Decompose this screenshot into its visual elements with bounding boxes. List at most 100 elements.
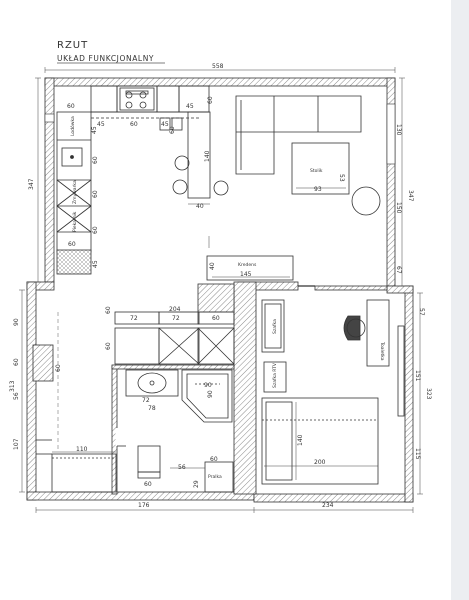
dim-right-150: 150 — [395, 202, 402, 214]
label-oven: Piekarnik — [72, 211, 78, 232]
washing-machine — [204, 461, 234, 493]
dim-table-93: 93 — [314, 186, 322, 193]
bar-stool-3 — [213, 180, 229, 196]
dim-bottom-right: 234 — [322, 502, 334, 509]
dim-bed-140: 140 — [297, 434, 304, 446]
dim-bath-72b: 72 — [172, 315, 180, 322]
bathroom — [115, 369, 234, 493]
wall-mid-b — [314, 285, 388, 291]
dim-col-60-1: 60 — [92, 156, 99, 164]
dim-left-56: 56 — [13, 392, 20, 400]
dim-kitchen-60-top: 60 — [67, 103, 75, 110]
dim-counter-140: 140 — [204, 150, 211, 162]
label-washing-machine: Pralka — [208, 474, 222, 480]
wall-bath-bedroom — [233, 281, 257, 495]
wall-bath-top — [111, 364, 235, 370]
coffee-table — [291, 142, 350, 195]
bedroom-cabinet — [261, 299, 285, 353]
cooktop — [119, 87, 155, 111]
dim-left-lower: 313 — [9, 380, 16, 392]
sideboard — [206, 255, 294, 281]
kitchen-peninsula — [187, 111, 211, 199]
dim-kitchen-45-top-right: 45 — [186, 103, 194, 110]
toilet — [137, 445, 161, 473]
dim-bath-29: 29 — [193, 480, 200, 488]
sofa — [235, 95, 362, 175]
dim-bath-72a: 72 — [130, 315, 138, 322]
dim-right-lower: 323 — [425, 388, 432, 400]
vanity-chair — [343, 315, 361, 341]
dim-col-60-3: 60 — [92, 226, 99, 234]
dim-bath-60-left: 60 — [105, 342, 112, 350]
dim-bath-60-bottom: 60 — [144, 481, 152, 488]
dim-kredens-145: 145 — [240, 271, 252, 278]
pouf — [351, 186, 381, 216]
dim-table-53: 53 — [338, 174, 345, 182]
dim-kitchen-60-vert: 60 — [207, 96, 214, 104]
label-fridge: Lodówka — [69, 116, 76, 136]
dim-col-45: 45 — [92, 260, 99, 268]
wall-column — [197, 283, 235, 313]
bar-stool-1 — [174, 155, 190, 171]
dim-counter-40: 40 — [196, 203, 204, 210]
label-cabinet: Szafka — [272, 319, 278, 334]
label-dishwasher: Zmywarka — [72, 180, 78, 204]
wall-bottom-right — [253, 493, 414, 503]
dimension-lines — [19, 67, 423, 513]
vanity-desk — [366, 299, 390, 367]
dim-left-90: 90 — [13, 318, 20, 326]
wall-step-right — [386, 285, 414, 294]
dim-left-60: 60 — [13, 358, 20, 366]
dim-bath-78: 78 — [148, 405, 156, 412]
dim-kitchen-45c: 45 — [91, 126, 98, 134]
dim-left-107: 107 — [13, 438, 20, 450]
tv-cabinet — [263, 361, 287, 393]
kitchen-window — [44, 113, 55, 123]
wall-corridor-pillar — [32, 344, 54, 382]
bathroom-sink — [125, 369, 179, 397]
walls — [26, 77, 414, 503]
bed — [261, 397, 379, 485]
window-scrollbar[interactable] — [451, 0, 469, 600]
dim-right-130: 130 — [395, 124, 402, 136]
dim-corridor-60: 60 — [55, 364, 62, 372]
wall-left-lower — [26, 281, 37, 501]
dim-kitchen-60c: 60 — [169, 126, 176, 134]
dim-kitchen-60b: 60 — [130, 121, 138, 128]
dim-right-57: 57 — [418, 308, 425, 316]
dim-bottom-left: 176 — [138, 502, 150, 509]
dim-wall-60a: 60 — [105, 306, 112, 314]
plan-title: RZUT — [57, 40, 89, 51]
dim-col-60-bottom: 60 — [68, 241, 76, 248]
dim-bed-200: 200 — [314, 459, 326, 466]
dim-bath-72c: 72 — [142, 397, 150, 404]
dim-kitchen-45b: 45 — [161, 121, 169, 128]
plan-subtitle: UKŁAD FUNKCJONALNY — [57, 54, 155, 63]
bedroom-window — [397, 325, 405, 417]
wardrobe — [51, 453, 117, 493]
dim-top-total: 558 — [212, 63, 224, 70]
dim-kitchen-45a: 45 — [97, 121, 105, 128]
dim-bath-204: 204 — [169, 306, 181, 313]
dim-bath-60: 60 — [212, 315, 220, 322]
dim-right-upper: 347 — [407, 190, 414, 202]
dim-cabinet-40: 40 — [209, 262, 216, 270]
living-room — [206, 95, 381, 287]
label-sideboard: Kredens — [238, 262, 257, 268]
label-coffee-table: Stolik — [310, 168, 323, 174]
dim-right-115: 115 — [414, 448, 421, 460]
wall-bottom-left — [26, 491, 255, 501]
label-tv-cabinet: Szafka RTV — [272, 362, 278, 388]
living-window — [386, 103, 396, 165]
dim-bath-60-right: 60 — [210, 456, 218, 463]
kitchen-sink — [61, 147, 83, 167]
label-vanity: Toaletka — [379, 341, 385, 361]
bedroom — [261, 299, 405, 485]
wall-right-lower — [404, 285, 414, 503]
bar-stool-2 — [172, 179, 188, 195]
corridor — [36, 311, 235, 493]
kitchen-grid-cabinet — [56, 249, 92, 275]
dim-col-60-2: 60 — [92, 190, 99, 198]
